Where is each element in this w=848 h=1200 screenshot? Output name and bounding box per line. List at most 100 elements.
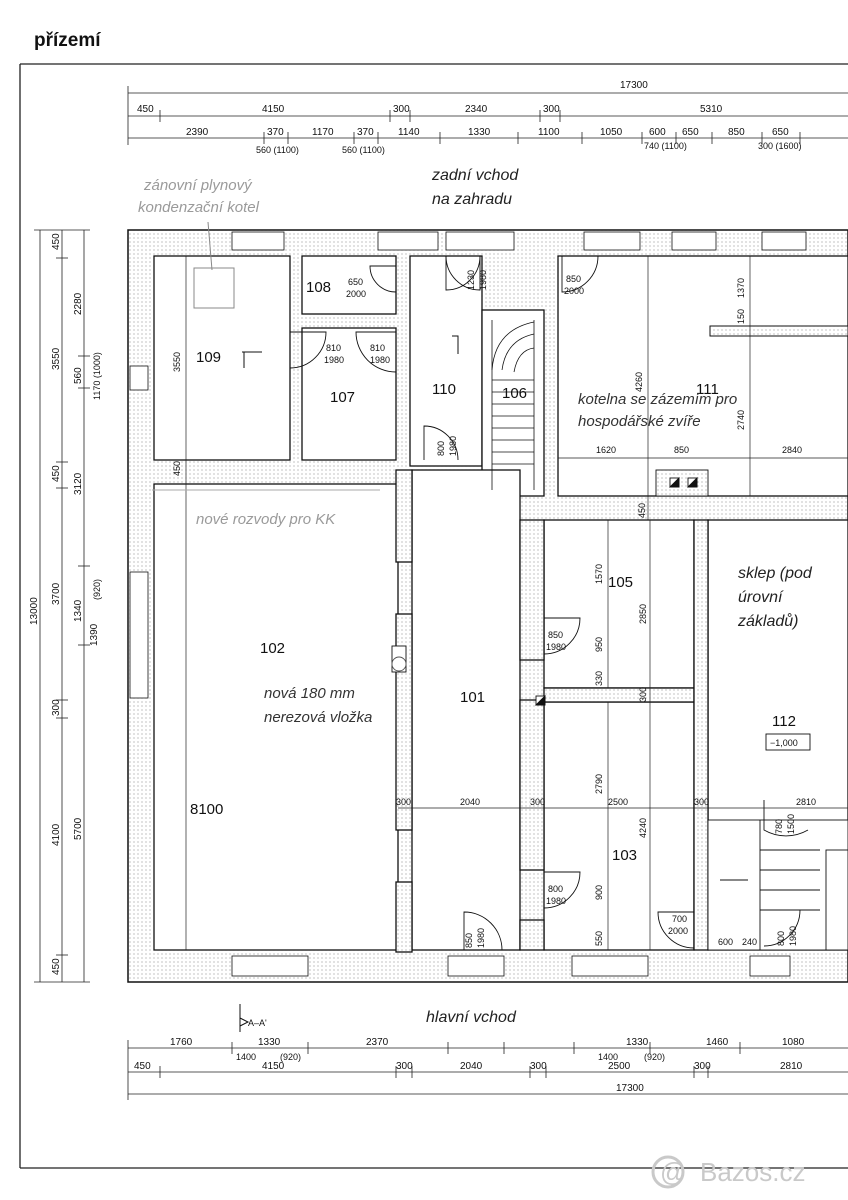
- svg-text:450: 450: [637, 503, 647, 518]
- top-dimensions: [127, 86, 848, 145]
- svg-text:2040: 2040: [460, 797, 480, 807]
- room-105: 105: [608, 574, 633, 591]
- svg-text:4150: 4150: [262, 1061, 285, 1072]
- room-102: 102: [260, 640, 285, 657]
- svg-text:2040: 2040: [460, 1061, 483, 1072]
- svg-text:1050: 1050: [600, 127, 623, 138]
- svg-text:300: 300: [530, 797, 545, 807]
- svg-text:1760: 1760: [170, 1037, 193, 1048]
- svg-text:300: 300: [543, 104, 560, 115]
- svg-text:150: 150: [736, 309, 746, 324]
- svg-text:2000: 2000: [346, 289, 366, 299]
- section-arrow-icon: [239, 1004, 250, 1032]
- svg-text:4150: 4150: [262, 104, 285, 115]
- dim-bottom-row1: 1760 1330 2370 1330 1460 1080 1400 (920)…: [170, 1037, 805, 1062]
- room-107: 107: [330, 389, 355, 406]
- liner-note-line1: nová 180 mm: [264, 685, 355, 702]
- building-walls: [127, 229, 848, 983]
- svg-text:5310: 5310: [700, 104, 723, 115]
- sheet-border: [19, 63, 848, 1169]
- svg-text:330: 330: [594, 671, 604, 686]
- svg-text:850: 850: [566, 274, 581, 284]
- svg-text:560 (1100): 560 (1100): [342, 145, 385, 155]
- back-entry-line2: na zahradu: [432, 191, 512, 208]
- svg-text:450: 450: [51, 958, 62, 975]
- svg-text:1340: 1340: [73, 599, 84, 622]
- svg-text:850: 850: [728, 127, 745, 138]
- boiler-room-line2: hospodářské zvíře: [578, 413, 701, 430]
- svg-text:240: 240: [742, 937, 757, 947]
- svg-text:2500: 2500: [608, 1061, 631, 1072]
- svg-text:450: 450: [51, 233, 62, 250]
- room-111: 111: [696, 381, 719, 398]
- svg-text:800: 800: [548, 884, 563, 894]
- svg-text:810: 810: [370, 343, 385, 353]
- svg-text:300: 300: [396, 797, 411, 807]
- cellar-note-line3: základů): [737, 612, 798, 630]
- room-112-level: −1,000: [770, 738, 798, 748]
- svg-text:740 (1100): 740 (1100): [644, 141, 687, 151]
- svg-text:300: 300: [694, 797, 709, 807]
- svg-text:1400: 1400: [236, 1052, 256, 1062]
- svg-text:1980: 1980: [546, 642, 566, 652]
- door-labels: 650 2000 810 1980 810 1980 1230 1980 850…: [324, 270, 798, 948]
- svg-text:810: 810: [326, 343, 341, 353]
- svg-text:1140: 1140: [398, 127, 420, 138]
- svg-text:4240: 4240: [638, 818, 648, 838]
- svg-text:1330: 1330: [626, 1037, 649, 1048]
- svg-text:2370: 2370: [366, 1037, 389, 1048]
- room-103: 103: [612, 847, 637, 864]
- room-112: 112: [772, 713, 796, 730]
- room-110: 110: [432, 381, 456, 398]
- svg-text:1400: 1400: [598, 1052, 618, 1062]
- svg-text:450: 450: [172, 461, 182, 476]
- svg-text:1080: 1080: [782, 1037, 805, 1048]
- watermark: @ Bazos.cz: [651, 1155, 806, 1189]
- svg-text:550: 550: [594, 931, 604, 946]
- svg-text:1980: 1980: [370, 355, 390, 365]
- svg-text:3700: 3700: [51, 582, 62, 605]
- svg-text:2390: 2390: [186, 127, 209, 138]
- page-title: přízemí: [34, 30, 101, 51]
- svg-text:1370: 1370: [736, 278, 746, 298]
- boiler-note-line1: zánovní plynový: [143, 177, 253, 194]
- svg-text:1170: 1170: [312, 127, 334, 138]
- svg-text:300 (1600): 300 (1600): [758, 141, 802, 151]
- svg-text:850: 850: [674, 445, 689, 455]
- dim-left-total: 13000: [29, 597, 40, 625]
- dim-top-row2: 2390 370 1170 370 1140 1330 1100 1050 60…: [186, 127, 802, 155]
- svg-text:1570: 1570: [594, 564, 604, 584]
- svg-text:1500: 1500: [786, 814, 796, 834]
- svg-text:(920): (920): [644, 1052, 665, 1062]
- svg-text:2500: 2500: [608, 797, 628, 807]
- svg-text:(920): (920): [92, 579, 102, 600]
- svg-text:2790: 2790: [594, 774, 604, 794]
- svg-text:3550: 3550: [172, 352, 182, 372]
- door-swings: [289, 255, 809, 951]
- svg-text:560: 560: [73, 367, 84, 384]
- svg-text:3550: 3550: [51, 347, 62, 370]
- svg-text:2280: 2280: [73, 292, 84, 315]
- left-dimensions: [34, 229, 90, 983]
- svg-text:300: 300: [638, 687, 648, 702]
- svg-text:8100: 8100: [190, 801, 223, 818]
- room-108: 108: [306, 279, 331, 296]
- svg-text:3120: 3120: [73, 472, 84, 495]
- svg-text:650: 650: [772, 127, 789, 138]
- room-106: 106: [502, 385, 527, 402]
- svg-text:800: 800: [776, 931, 786, 946]
- svg-text:(920): (920): [280, 1052, 301, 1062]
- svg-text:1390: 1390: [89, 623, 100, 646]
- dim-top-total: 17300: [620, 80, 648, 91]
- svg-text:1230: 1230: [466, 270, 476, 290]
- watermark-at-icon: @: [660, 1157, 686, 1187]
- main-entry-label: hlavní vchod: [426, 1009, 517, 1026]
- inner-dimension-lines: [185, 256, 848, 950]
- svg-text:2850: 2850: [638, 604, 648, 624]
- svg-text:2810: 2810: [780, 1061, 803, 1072]
- svg-text:850: 850: [548, 630, 563, 640]
- bottom-dimensions: [127, 1040, 848, 1100]
- back-entry-line1: zadní vchod: [431, 167, 519, 184]
- dim-left-col1: 450 3550 450 3700 300 4100 450: [51, 233, 62, 975]
